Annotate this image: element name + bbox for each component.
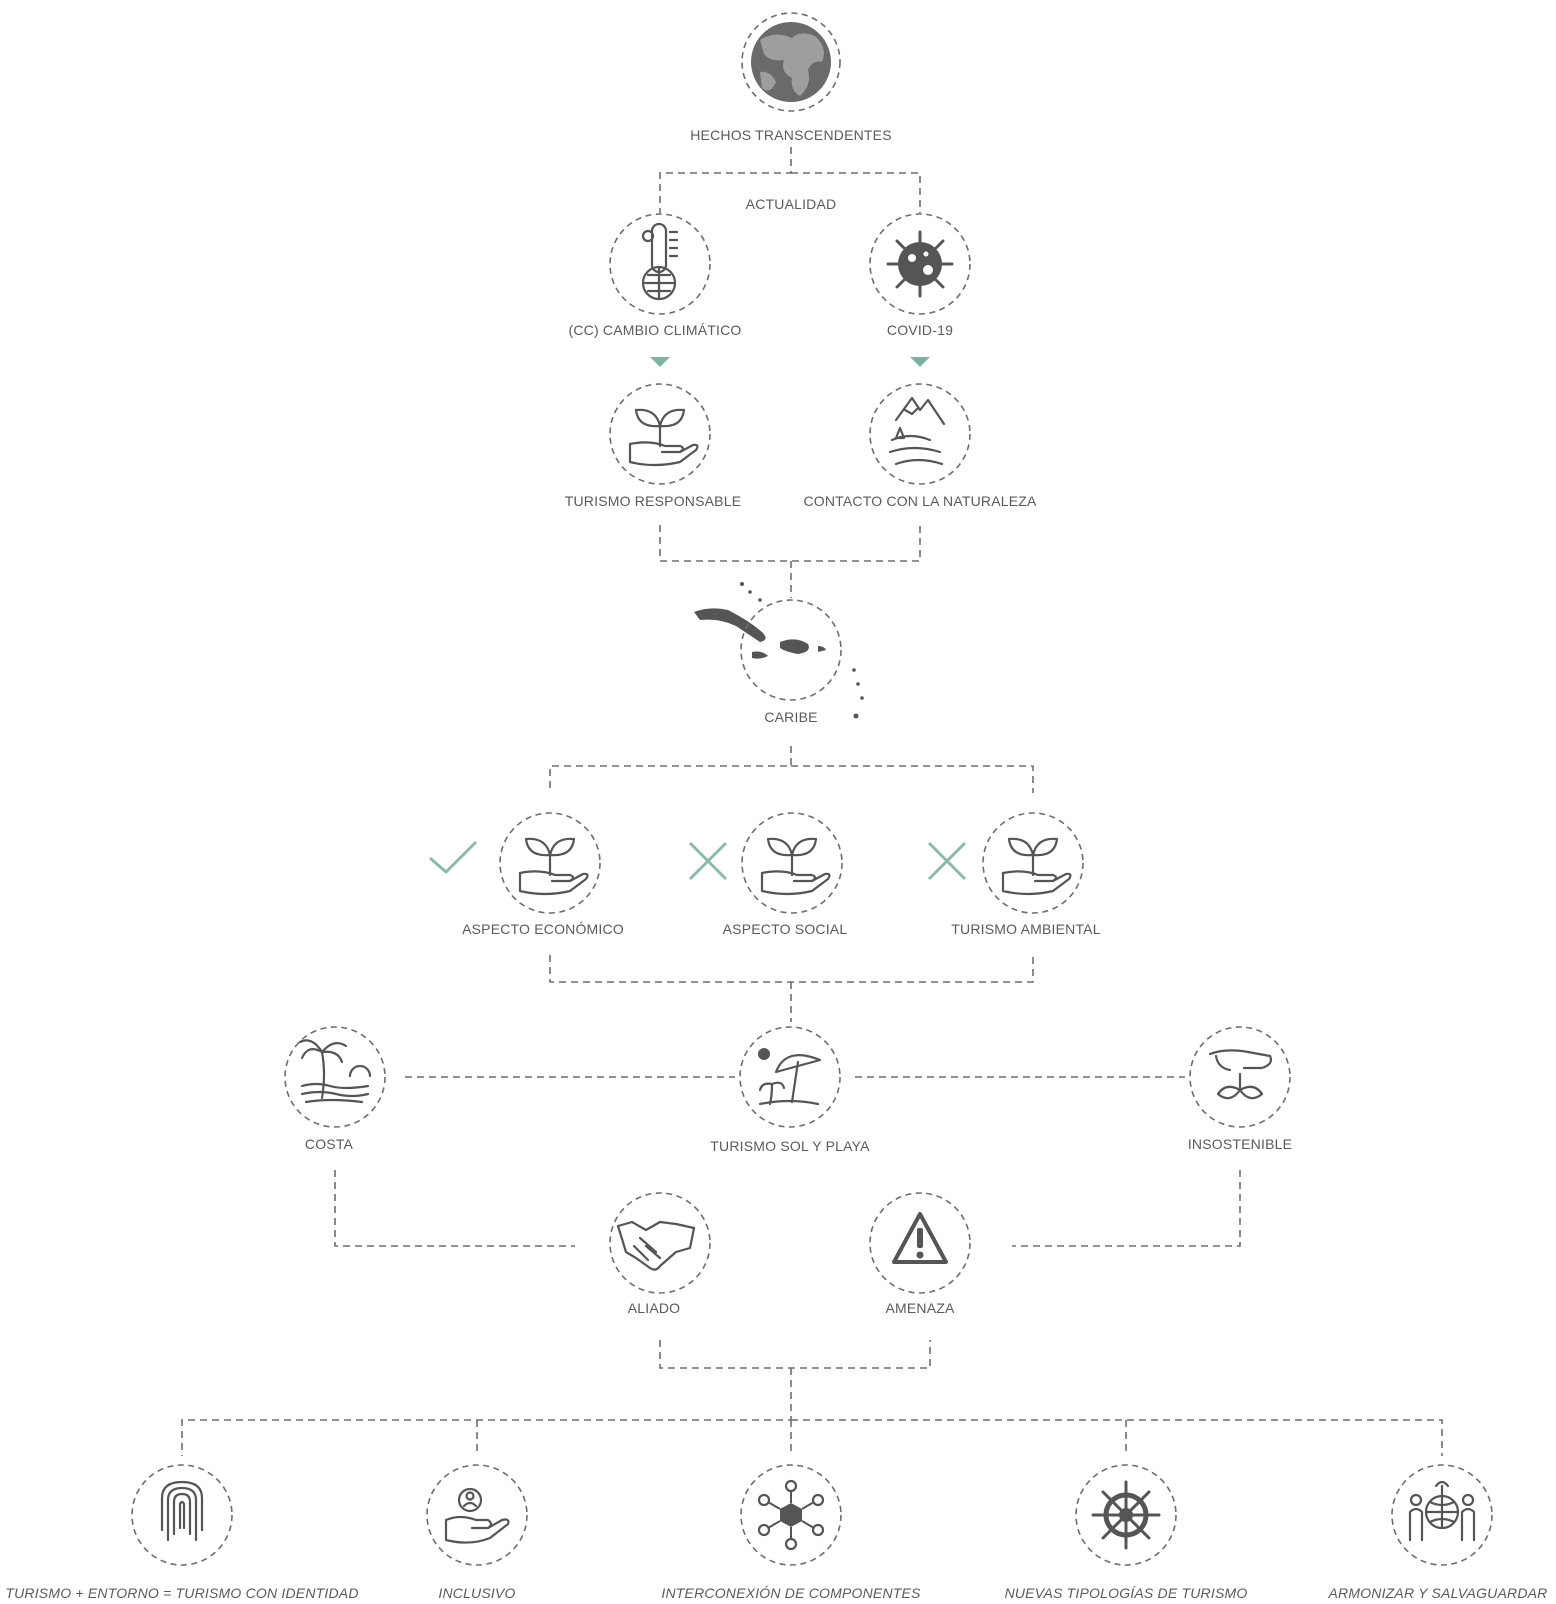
label-naturaleza: CONTACTO CON LA NATURALEZA [803, 493, 1037, 509]
label-amenaza: AMENAZA [885, 1300, 955, 1316]
people-globe-icon [1408, 1480, 1476, 1542]
hand-plant-icon [760, 837, 831, 896]
outcome-inclusivo: INCLUSIVO [426, 1464, 528, 1601]
node-social: ASPECTO SOCIAL [688, 812, 848, 937]
node-costa: COSTA [284, 1026, 386, 1152]
node-cambio: (CC) CAMBIO CLIMÁTICO [569, 213, 742, 338]
hand-dropping-plant-icon [1208, 1049, 1273, 1100]
node-amenaza: AMENAZA [869, 1192, 971, 1316]
label-covid: COVID-19 [887, 322, 953, 338]
outcome-identidad: TURISMO + ENTORNO = TURISMO CON IDENTIDA… [5, 1464, 358, 1601]
label-interconexion: INTERCONEXIÓN DE COMPONENTES [661, 1585, 921, 1601]
label-solplaya: TURISMO SOL Y PLAYA [710, 1138, 870, 1154]
label-social: ASPECTO SOCIAL [723, 921, 848, 937]
label-cambio: (CC) CAMBIO CLIMÁTICO [569, 322, 742, 338]
hand-plant-icon [1001, 837, 1072, 896]
globe-icon [751, 22, 831, 102]
label-armonizar: ARMONIZAR Y SALVAGUARDAR [1327, 1585, 1547, 1601]
label-ambiental: TURISMO AMBIENTAL [951, 921, 1100, 937]
node-naturaleza: CONTACTO CON LA NATURALEZA [803, 383, 1037, 509]
inclusive-hand-icon [444, 1487, 510, 1544]
label-economico: ASPECTO ECONÓMICO [462, 921, 624, 937]
label-identidad: TURISMO + ENTORNO = TURISMO CON IDENTIDA… [5, 1585, 358, 1601]
node-economico: ASPECTO ECONÓMICO [429, 812, 624, 937]
hand-plant-icon [518, 837, 589, 896]
arrow-down-icon [910, 357, 930, 367]
label-costa: COSTA [305, 1136, 354, 1152]
ship-wheel-icon [1091, 1480, 1161, 1550]
outcome-interconexion: INTERCONEXIÓN DE COMPONENTES [661, 1464, 921, 1601]
node-covid: COVID-19 [869, 213, 971, 338]
node-aliado: ALIADO [609, 1192, 711, 1316]
virus-icon [886, 230, 954, 298]
caribbean-map-icon [694, 582, 864, 719]
thermometer-globe-icon [641, 222, 679, 301]
label-responsable: TURISMO RESPONSABLE [565, 493, 742, 509]
handshake-icon [616, 1220, 696, 1271]
label-inclusivo: INCLUSIVO [438, 1585, 515, 1601]
label-insostenible: INSOSTENIBLE [1188, 1136, 1292, 1152]
node-caribe: CARIBE [694, 582, 864, 725]
palm-beach-icon [298, 1039, 372, 1104]
node-hechos: HECHOS TRANSCENDENTES [690, 12, 892, 143]
node-responsable: TURISMO RESPONSABLE [565, 383, 742, 509]
connectors [181, 147, 1443, 1456]
hand-plant-icon [628, 408, 699, 467]
label-actualidad: ACTUALIDAD [746, 196, 837, 212]
beach-umbrella-icon [758, 1048, 822, 1106]
cross-icon [688, 841, 728, 881]
label-hechos: HECHOS TRANSCENDENTES [690, 127, 892, 143]
arrow-down-icon [650, 357, 670, 367]
warning-icon [892, 1212, 948, 1264]
fingerprint-icon [160, 1480, 204, 1542]
mountain-landscape-icon [888, 396, 946, 466]
outcome-armonizar: ARMONIZAR Y SALVAGUARDAR [1327, 1464, 1547, 1601]
check-icon [429, 840, 478, 875]
outcome-tipologias: NUEVAS TIPOLOGÍAS DE TURISMO [1005, 1464, 1248, 1601]
label-aliado: ALIADO [628, 1300, 681, 1316]
node-ambiental: TURISMO AMBIENTAL [927, 812, 1100, 937]
node-insostenible: INSOSTENIBLE [1188, 1026, 1292, 1152]
label-caribe: CARIBE [764, 709, 817, 725]
network-hexagon-icon [757, 1479, 825, 1551]
node-solplaya: TURISMO SOL Y PLAYA [710, 1026, 870, 1154]
cross-icon [927, 841, 967, 881]
label-tipologias: NUEVAS TIPOLOGÍAS DE TURISMO [1005, 1585, 1248, 1601]
